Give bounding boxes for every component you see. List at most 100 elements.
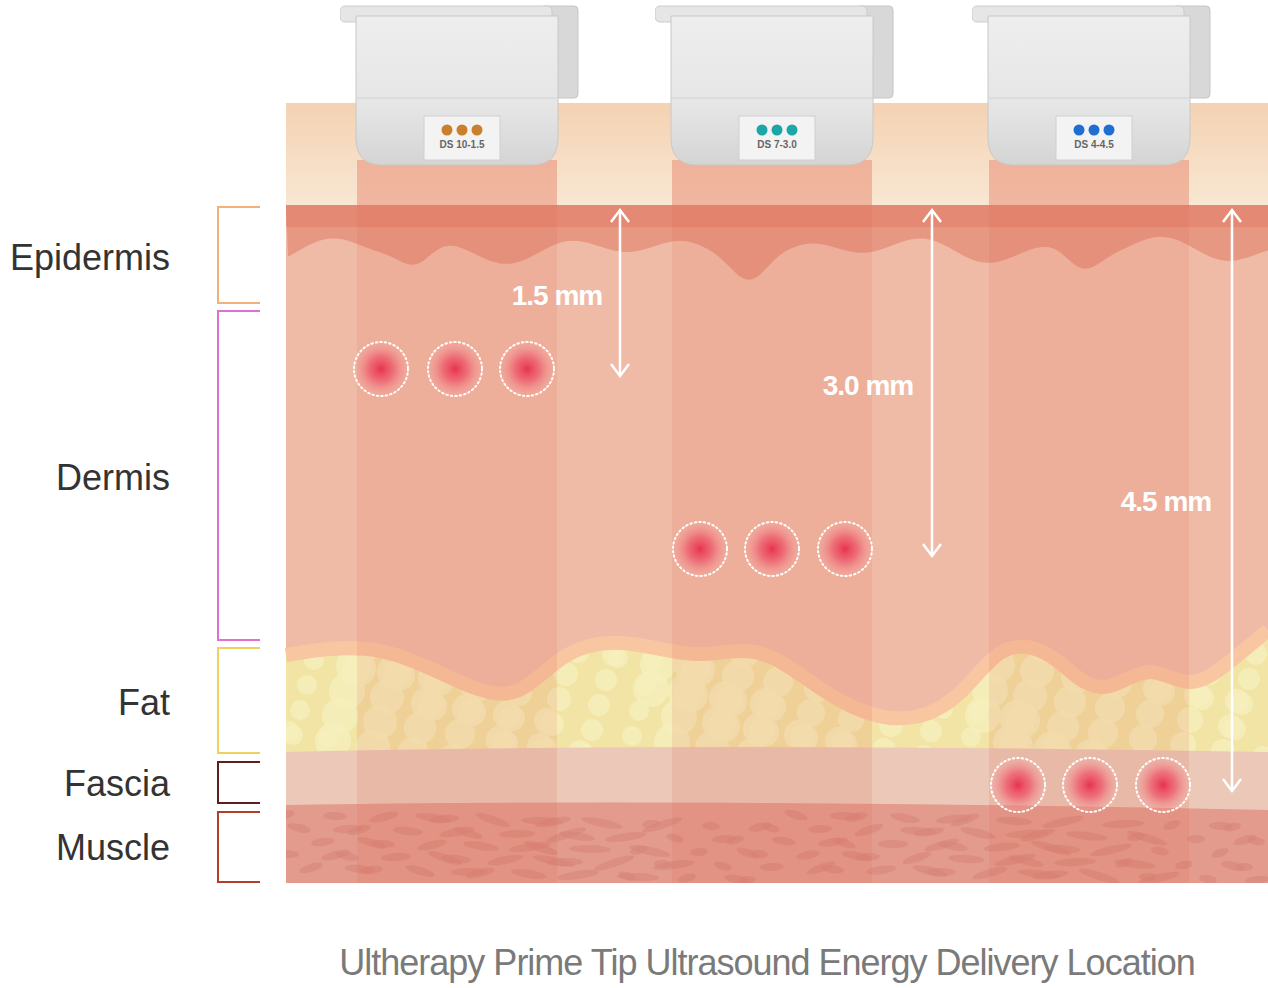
focal-point [744,521,800,577]
fat-cell [276,622,296,642]
transducer-body [988,16,1190,165]
muscle-fiber [902,849,933,866]
muscle-fiber [298,861,323,876]
layer-name: Epidermis [0,238,170,278]
tip-dot [442,125,453,136]
tip-dot [1074,125,1085,136]
arrow-head [611,210,629,222]
transducer-tip: DS 4-4.5 [972,0,1212,170]
tip-label: DS 7-3.0 [729,139,825,150]
energy-beam [672,160,872,883]
muscle-fiber [557,868,600,882]
fat-cell [961,727,981,747]
muscle-fiber [1198,873,1217,883]
muscle-fiber [569,844,611,853]
depth-arrow [931,210,934,556]
focal-point [672,521,728,577]
fat-cell [581,719,603,741]
depth-arrow [619,210,622,376]
tip-panel [739,116,815,160]
fat-cell [588,694,610,716]
muscle-fiber [323,811,347,820]
tip-label: DS 4-4.5 [1046,139,1142,150]
transducer-seam [988,98,1190,99]
tip-dot [1089,125,1100,136]
fat-cell [934,670,956,692]
transducer-tip: DS 10-1.5 [340,0,580,170]
fat-cell [277,721,299,743]
beam-gel [357,160,557,205]
focal-point [817,521,873,577]
transducer-body [356,16,558,165]
fat-cell [636,676,656,696]
fat-cell [1238,668,1260,690]
layer-bracket [218,812,260,882]
muscle-fiber [900,826,936,836]
focal-outline [745,522,799,576]
focal-point [499,341,555,397]
focal-outline [673,522,727,576]
tip-dot [457,125,468,136]
fat-cell [311,625,331,645]
transducer-tip: DS 7-3.0 [655,0,895,170]
energy-beam [357,160,557,883]
tip-label: DS 10-1.5 [414,139,510,150]
gel-layer [286,103,1268,205]
focal-outline [1063,758,1117,812]
muscle-fiber [642,819,661,829]
muscle-fiber [1187,835,1205,843]
muscle-fiber [286,849,299,858]
layer-name: Fat [0,683,170,723]
fat-cell [1204,636,1228,660]
fat-cell [290,700,310,720]
muscle-fiber [286,808,296,822]
depth-label: 3.0 mm [718,370,1018,402]
muscle-fiber [286,821,311,834]
beam-gel [989,160,1189,205]
fat-cell [595,669,617,691]
layer-name: Fascia [0,764,170,804]
muscle-fiber [912,863,949,879]
layer-bracket [218,311,260,640]
arrow-head [1223,210,1241,222]
muscle-fiber [629,844,648,856]
focal-point [1062,757,1118,813]
layer-bracket [218,207,260,303]
fat-cell [893,663,917,687]
focal-point [990,757,1046,813]
fat-cell [629,701,649,721]
muscle-fiber [936,813,973,825]
fat-cell [920,720,942,742]
fat-cell [622,726,642,746]
depth-label: 1.5 mm [407,280,707,312]
transducer-seam [356,98,558,99]
muscle-fiber [581,815,624,832]
depth-label: 4.5 mm [1016,486,1268,518]
focal-outline [354,342,408,396]
arrow-head [923,210,941,222]
layer-bracket [218,762,260,803]
fat-cell [906,642,928,664]
arrow-head [611,364,629,376]
fat-cell [947,649,967,669]
arrow-head [923,544,941,556]
muscle-fiber [311,837,336,848]
beam-gel [672,160,872,205]
muscle-fiber [593,853,635,874]
tip-dot [757,125,768,136]
muscle-fiber [629,843,672,860]
tip-panel [1056,116,1132,160]
fat-cell [297,675,317,695]
muscle-fiber [320,847,351,862]
fat-cell [318,728,338,748]
muscle-fiber [654,859,673,869]
focal-point [353,341,409,397]
tip-dot [472,125,483,136]
tip-dot [772,125,783,136]
muscle-fiber [1232,833,1257,848]
layer-bracket [218,648,260,753]
focal-point [427,341,483,397]
transducer-seam [671,98,873,99]
muscle-fiber [924,836,961,854]
